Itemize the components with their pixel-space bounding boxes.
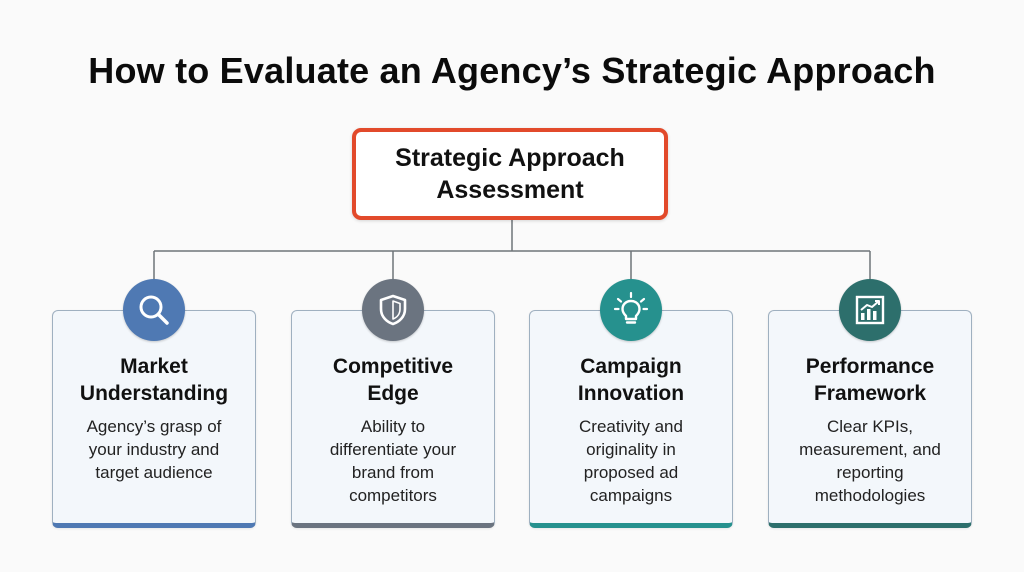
- card-desc-line: Agency’s grasp of: [86, 417, 222, 436]
- card-heading-line: Performance: [805, 355, 935, 378]
- card-desc-line: differentiate your: [329, 440, 457, 459]
- card-desc-line: Clear KPIs,: [827, 417, 913, 436]
- card-desc-line: measurement, and: [799, 440, 941, 459]
- root-node-line2: Assessment: [436, 176, 584, 204]
- card-heading-line: Understanding: [79, 382, 229, 405]
- shield-icon: [362, 279, 424, 341]
- card-heading-line: Campaign: [580, 355, 682, 378]
- card-heading-line: Edge: [367, 382, 419, 405]
- card-desc-line: Creativity and: [579, 417, 683, 436]
- card-performance-framework: Performance Framework Clear KPIs, measur…: [768, 310, 972, 528]
- card-desc-line: your industry and: [88, 440, 220, 459]
- card-heading-line: Competitive: [332, 355, 454, 378]
- lightbulb-icon: [600, 279, 662, 341]
- card-campaign-innovation: Campaign Innovation Creativity and origi…: [529, 310, 733, 528]
- root-node: Strategic Approach Assessment: [352, 128, 668, 220]
- card-desc-line: methodologies: [814, 486, 926, 505]
- card-heading-line: Framework: [813, 382, 927, 405]
- card-heading-line: Innovation: [577, 382, 685, 405]
- magnifier-icon: [123, 279, 185, 341]
- card-market-understanding: Market Understanding Agency’s grasp of y…: [52, 310, 256, 528]
- card-desc-line: campaigns: [589, 486, 673, 505]
- card-heading-line: Market: [120, 355, 188, 378]
- card-desc-line: competitors: [349, 486, 437, 505]
- card-desc-line: proposed ad: [583, 463, 679, 482]
- card-desc-line: originality in: [586, 440, 676, 459]
- chart-icon: [839, 279, 901, 341]
- card-desc-line: brand from: [351, 463, 435, 482]
- root-node-line1: Strategic Approach: [395, 144, 625, 172]
- card-desc-line: reporting: [836, 463, 904, 482]
- card-competitive-edge: Competitive Edge Ability to differentiat…: [291, 310, 495, 528]
- card-desc-line: target audience: [95, 463, 213, 482]
- card-desc-line: Ability to: [360, 417, 426, 436]
- page-title: How to Evaluate an Agency’s Strategic Ap…: [88, 50, 936, 91]
